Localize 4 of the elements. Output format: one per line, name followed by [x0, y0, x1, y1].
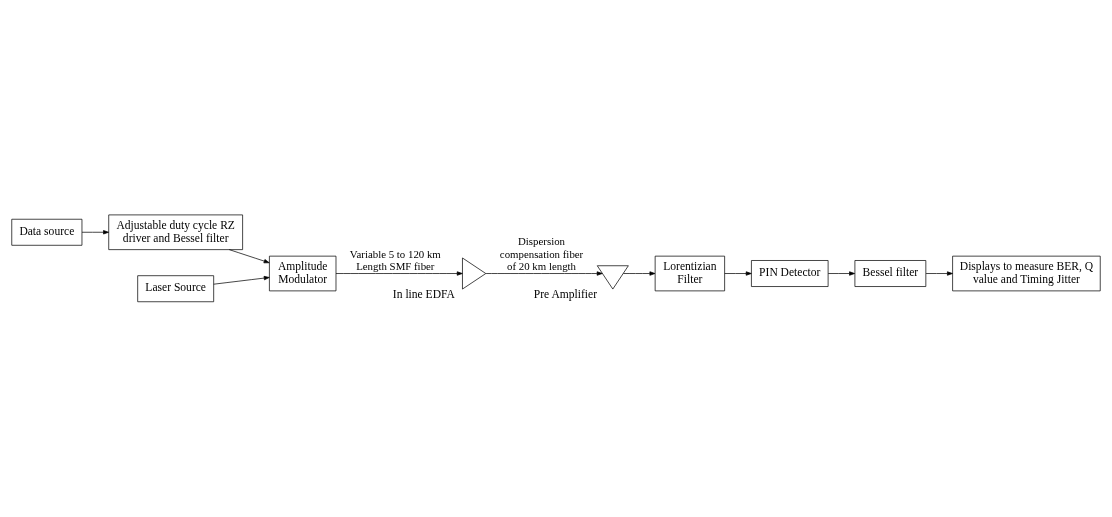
- node-label: Pre Amplifier: [533, 288, 598, 302]
- edge-label: Variable 5 to 120 km Length SMF fiber: [349, 247, 441, 272]
- edge-label: Dispersion compensation fiber of 20 km length: [499, 235, 584, 272]
- node-label: In line EDFA: [392, 288, 455, 302]
